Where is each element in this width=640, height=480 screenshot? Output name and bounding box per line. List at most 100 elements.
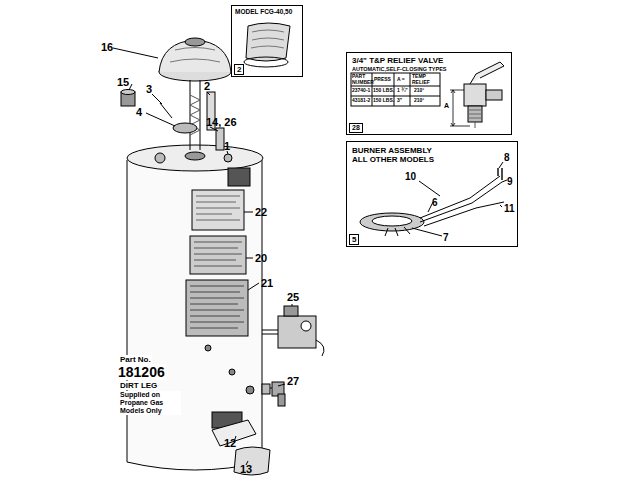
water-heater-illustration [175,48,215,51]
water-heater-illustration [113,23,507,475]
callout-number: 1 [224,140,230,153]
callout-number: 21 [261,277,273,290]
table-cell: A = [397,77,405,83]
water-heater-illustration [470,62,504,84]
water-heater-illustration [194,242,242,266]
water-heater-illustration [251,30,284,48]
callout-number: 12 [224,437,236,450]
water-heater-illustration [246,23,290,61]
table-cell: 1 ¾" [397,88,408,94]
water-heater-illustration [316,340,324,356]
water-heater-illustration [186,280,248,336]
water-heater-illustration [173,123,197,133]
water-heater-illustration [155,153,165,163]
callout-number: 3 [146,83,152,96]
water-heater-illustration [216,128,224,150]
callout-number: 7 [443,232,449,244]
water-heater-illustration [351,73,440,106]
water-heater-illustration [192,190,244,230]
water-heater-illustration [262,334,278,335]
note-text: DIRT LEG [119,381,158,390]
callout-number: 9 [507,176,513,188]
callout-number: 25 [287,291,299,304]
figure-number: 2 [234,64,244,75]
callout-number: 20 [255,252,267,265]
water-heater-illustration [190,286,244,328]
water-heater-illustration [244,57,288,67]
water-heater-illustration [450,90,470,126]
inset-subtitle: AUTOMATIC,SELF-CLOSING TYPES [352,66,447,72]
table-cell: 150 LBS. [373,98,394,104]
callout-number: 16 [101,41,113,54]
table-cell: TEMP RELIEF [412,74,438,86]
inset-title: 3/4" T&P RELIEF VALVE [352,56,443,65]
water-heater-illustration [486,90,502,100]
water-heater-illustration [464,84,486,106]
note-text: Supplied on Propane Gas Models Only [119,391,181,415]
water-heater-illustration [185,152,205,160]
water-heater-illustration [278,316,316,348]
callout-number: 8 [504,152,510,164]
water-heater-illustration [205,345,211,351]
water-heater-illustration [234,447,270,475]
water-heater-illustration [113,48,292,465]
water-heater-illustration [278,394,285,406]
callout-number: 11 [504,203,515,215]
water-heater-illustration [372,216,412,226]
water-heater-illustration [170,59,220,62]
figure-number: 28 [349,123,363,133]
callout-number: 14, 26 [206,116,237,129]
water-heater-illustration [475,122,476,128]
water-heater-illustration [160,103,172,118]
water-heater-illustration [127,145,263,171]
callout-number: 181206 [117,364,166,380]
inset-box: 3/4" T&P RELIEF VALVEAUTOMATIC,SELF-CLOS… [346,52,512,135]
water-heater-illustration [229,369,235,375]
water-heater-illustration [468,110,482,118]
water-heater-illustration [351,73,440,106]
water-heater-illustration [190,236,246,274]
water-heater-illustration [185,38,205,46]
water-heater-illustration [228,168,250,186]
callout-number: 4 [136,106,142,119]
table-cell: 210° [414,98,424,104]
water-heater-illustration [301,321,311,331]
water-heater-illustration [196,196,240,220]
inset-title: MODEL FCG-40,50 [235,8,292,15]
water-heater-illustration [127,160,262,470]
inset-box: MODEL FCG-40,50 2 [231,5,303,77]
water-heater-illustration [385,227,410,236]
water-heater-illustration [246,386,254,394]
table-cell: PART NUMBER [352,74,372,86]
callout-number: 6 [432,197,438,209]
table-cell: 23740-1 [352,88,370,94]
callout-number: 2 [204,80,210,93]
callout-number: 13 [240,463,252,476]
water-heater-illustration [412,162,507,236]
inset-title: BURNER ASSEMBLY ALL OTHER MODELS [352,146,448,164]
water-heater-illustration [420,176,504,226]
water-heater-illustration [200,80,201,150]
figure-number: 5 [349,234,359,245]
water-heater-illustration [284,306,298,316]
table-cell: 3" [397,98,402,104]
water-heater-illustration [224,154,232,162]
water-heater-illustration [498,168,502,180]
note-text: Part No. [119,355,152,364]
water-heater-illustration [468,106,482,122]
callout-number: 15 [117,76,129,89]
note-text: A [444,102,449,110]
water-heater-illustration [121,90,135,95]
water-heater-illustration [262,330,278,331]
table-cell: 150 LBS. [373,88,394,94]
inset-box: BURNER ASSEMBLY ALL OTHER MODELS 5 [346,141,518,247]
table-cell: PRESS [374,77,391,83]
table-cell: 210° [414,88,424,94]
callout-number: 27 [287,375,299,388]
callout-number: 22 [255,206,267,219]
callout-number: 10 [405,171,416,183]
table-cell: 43181-2 [352,98,370,104]
